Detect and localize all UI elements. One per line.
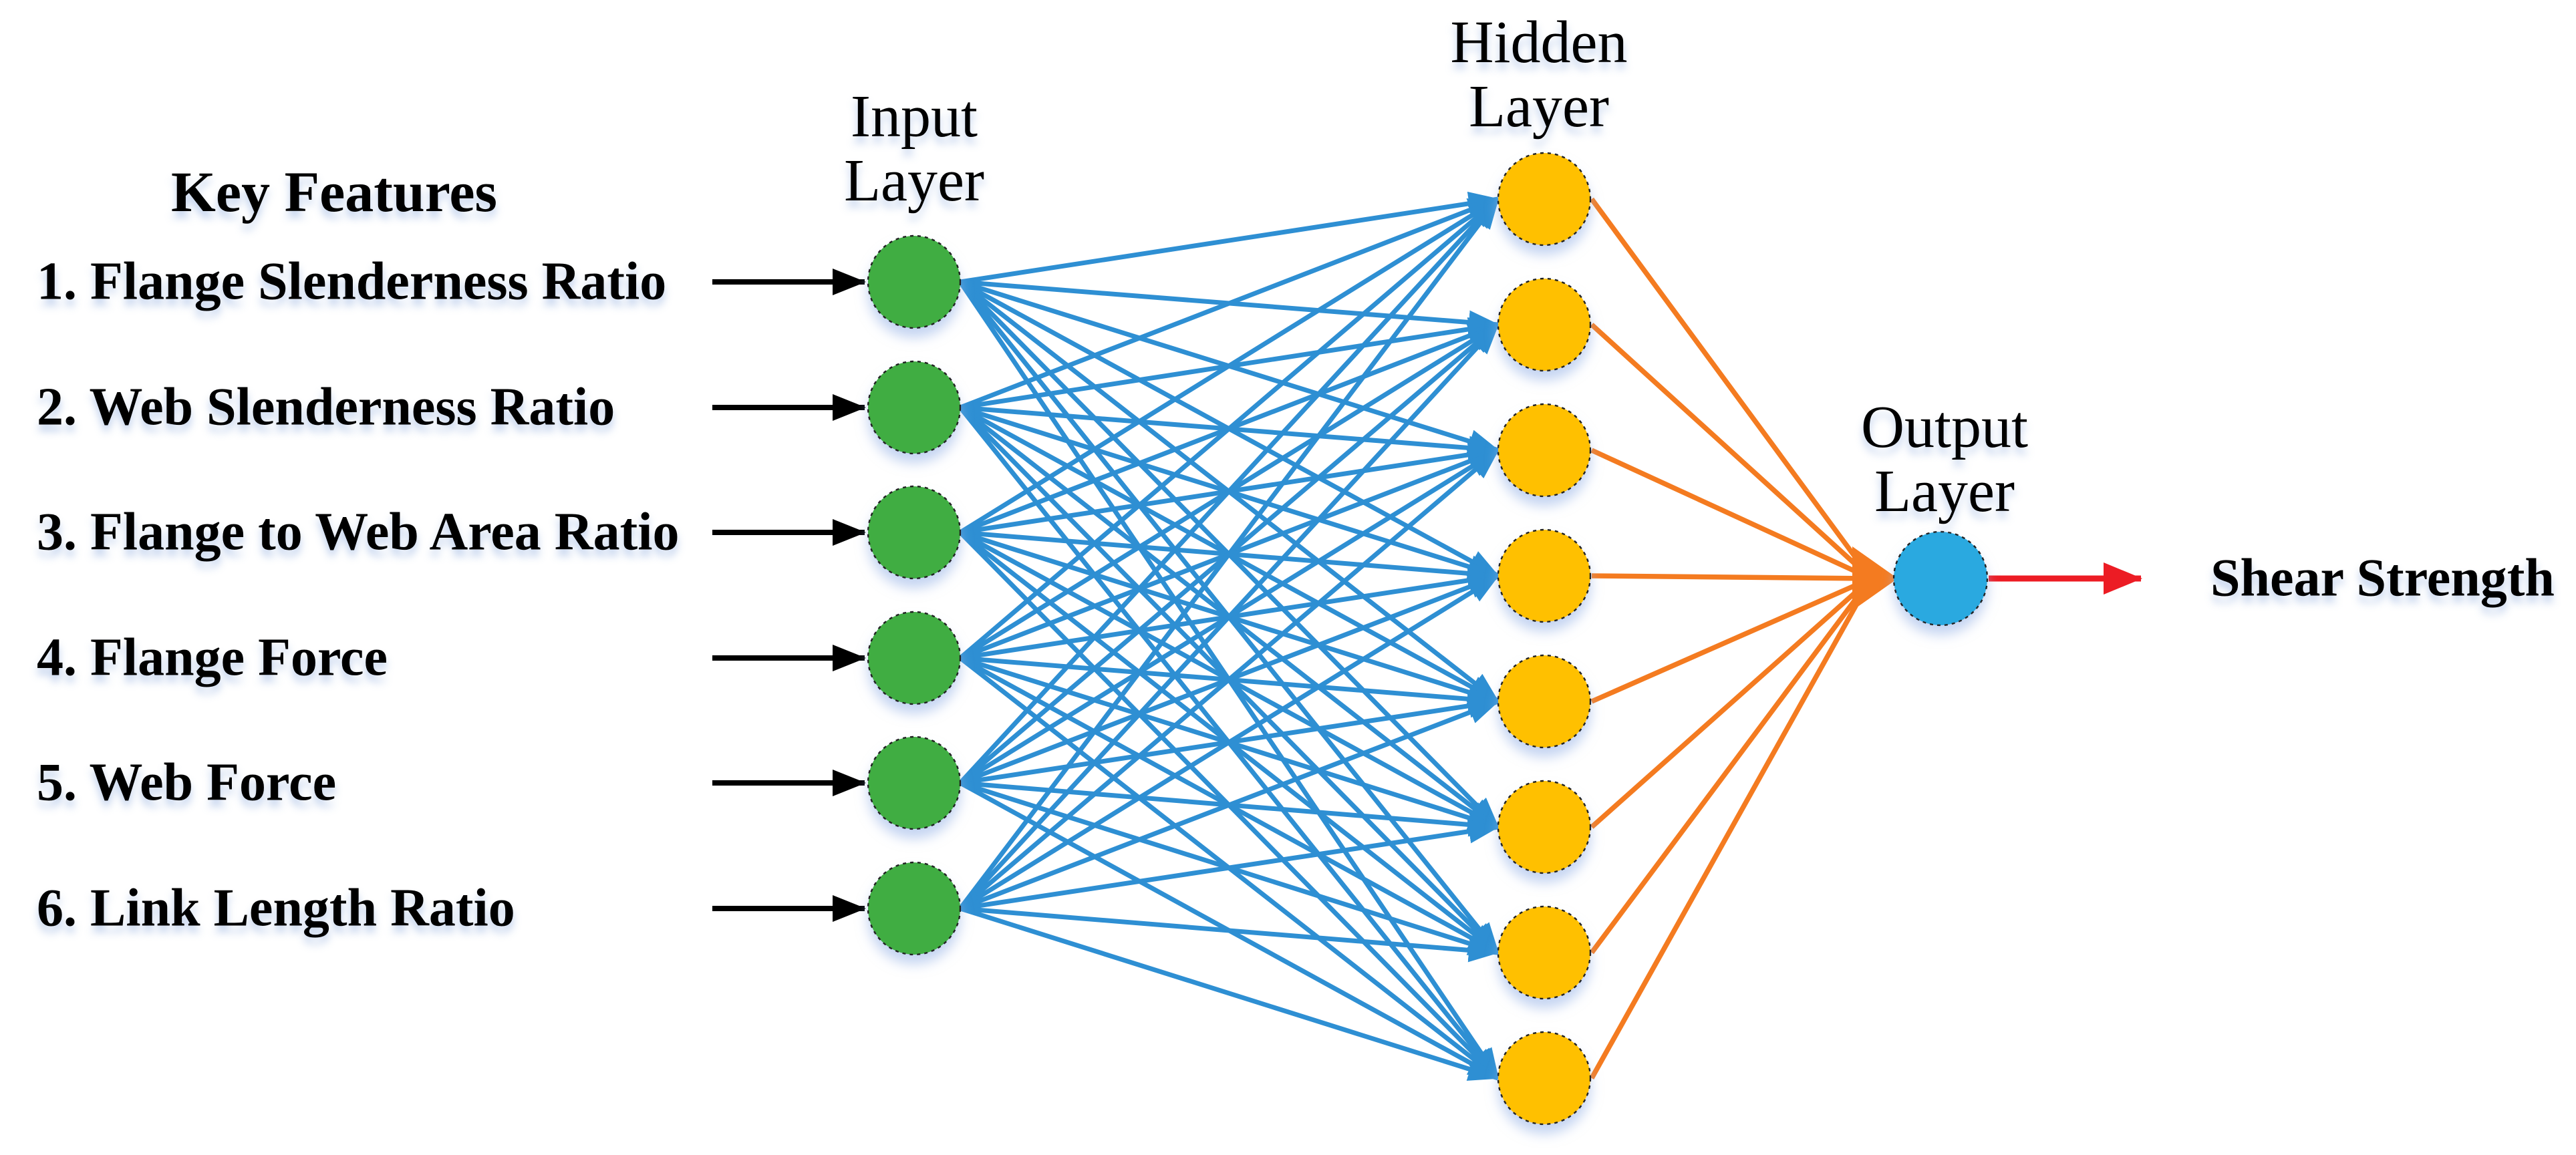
hidden-output-connection	[1591, 573, 1872, 581]
output-layer-label-line1: Output	[1860, 394, 2028, 460]
input-hidden-connection	[958, 197, 1500, 660]
input-layer-label-line1: Input	[851, 84, 978, 150]
hidden-node	[1497, 780, 1592, 874]
input-hidden-connection	[959, 196, 1499, 410]
input-hidden-connection	[958, 323, 1500, 911]
hidden-layer-label-line2: Layer	[1469, 73, 1609, 140]
hidden-output-connection	[1590, 323, 1873, 581]
input-hidden-connection	[959, 574, 1499, 911]
input-hidden-connection	[960, 191, 1499, 285]
hidden-output-connection	[1590, 576, 1872, 704]
shear-strength-label: Shear Strength	[2210, 548, 2555, 608]
input-node	[867, 861, 962, 956]
input-node	[867, 360, 962, 455]
feature-item-1: 1. Flange Slenderness Ratio	[37, 252, 667, 311]
feature-item-5: 5. Web Force	[37, 753, 337, 812]
output-layer-label-line2: Layer	[1874, 458, 2015, 524]
input-layer-label: Input Layer	[747, 85, 1081, 213]
input-hidden-connection	[958, 197, 1500, 785]
hidden-output-connection	[1589, 576, 1874, 955]
input-hidden-connection	[960, 906, 1499, 963]
output-node	[1892, 530, 1989, 627]
input-hidden-connection	[959, 699, 1499, 911]
feature-item-3: 3. Flange to Web Area Ratio	[37, 502, 680, 562]
input-node	[867, 735, 962, 830]
input-hidden-connection	[960, 819, 1499, 911]
input-node	[867, 234, 962, 329]
hidden-output-connection	[1590, 576, 1873, 829]
hidden-layer-label: Hidden Layer	[1372, 11, 1706, 139]
key-features-title: Key Features	[171, 160, 497, 224]
input-hidden-connection	[958, 448, 1500, 911]
hidden-node	[1497, 277, 1592, 372]
hidden-node	[1497, 654, 1592, 749]
output-layer-label: Output Layer	[1777, 395, 2112, 524]
input-hidden-connection	[959, 906, 1499, 1081]
input-hidden-connection	[958, 197, 1500, 911]
convergence-arrowhead	[1852, 546, 1898, 611]
hidden-node	[1497, 1031, 1592, 1126]
input-layer-label-line2: Layer	[844, 148, 984, 214]
feature-item-6: 6. Link Length Ratio	[37, 878, 515, 938]
hidden-node	[1497, 152, 1592, 246]
hidden-node	[1497, 905, 1592, 1000]
input-node	[867, 611, 962, 705]
hidden-output-connection	[1589, 197, 1874, 581]
hidden-node	[1497, 403, 1592, 498]
input-hidden-connection	[959, 197, 1499, 534]
input-node	[867, 485, 962, 580]
feature-item-2: 2. Web Slenderness Ratio	[37, 377, 615, 437]
hidden-output-connection	[1589, 577, 1874, 1080]
hidden-output-connection	[1590, 448, 1872, 581]
feature-item-4: 4. Flange Force	[37, 628, 388, 687]
hidden-node	[1497, 528, 1592, 623]
hidden-layer-label-line1: Hidden	[1450, 9, 1628, 75]
